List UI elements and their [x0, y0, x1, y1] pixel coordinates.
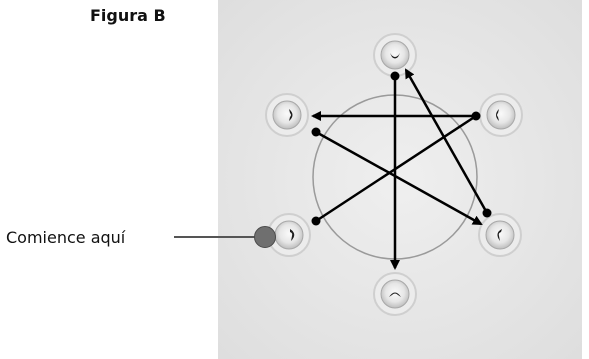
bolt-top	[374, 34, 416, 76]
sequence-dot	[472, 112, 481, 121]
sequence-dot	[312, 128, 321, 137]
bolt-upper-left	[266, 94, 308, 136]
start-marker	[254, 226, 276, 248]
bolt-upper-right	[480, 94, 522, 136]
sequence-dot	[391, 72, 400, 81]
start-leader-line	[174, 236, 256, 238]
bolt-lower-right	[479, 214, 521, 256]
sequence-dot	[312, 217, 321, 226]
sequence-dot	[483, 209, 492, 218]
bolt-bottom	[374, 273, 416, 315]
start-label: Comience aquí	[6, 228, 125, 247]
